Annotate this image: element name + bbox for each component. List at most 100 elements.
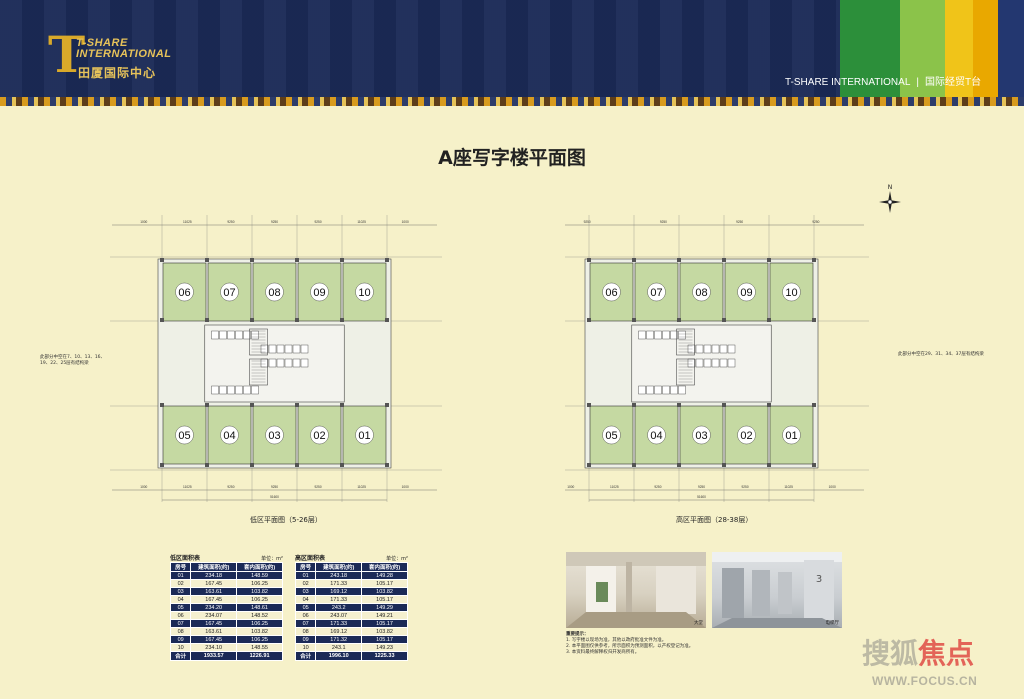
dimension-label: 9250: [315, 220, 322, 224]
elevator-shaft: [662, 330, 670, 340]
table-cell: 148.55: [236, 643, 283, 652]
table-cell: 08: [294, 627, 317, 636]
structural-column: [385, 403, 389, 407]
structural-column: [250, 258, 254, 262]
structural-column: [205, 258, 209, 262]
unit-badge: [310, 282, 329, 302]
unit-badge: [265, 282, 284, 302]
table-cell: 243.18: [315, 571, 363, 580]
unit-number: 06: [178, 287, 190, 299]
dimension-label: 9250: [271, 485, 278, 489]
unit-number: 02: [313, 430, 325, 442]
table-cell: 08: [169, 627, 192, 636]
table-cell: 171.33: [315, 619, 363, 628]
structural-column: [160, 318, 164, 322]
table-header-1: 建筑面积(约): [190, 562, 238, 572]
table-cell: 148.59: [236, 571, 283, 580]
logo-english: T-SHARE INTERNATIONAL: [76, 37, 172, 60]
elevator-shaft: [243, 385, 251, 395]
table-cell: 07: [169, 619, 192, 628]
structural-column: [767, 463, 771, 467]
table-cell: 106.25: [236, 635, 283, 644]
elevator-shaft: [268, 358, 277, 368]
stairwell: [249, 328, 268, 356]
elevator-shaft: [670, 330, 678, 340]
table-cell: 1225.33: [361, 651, 408, 661]
elevator-shaft: [251, 385, 259, 395]
table-cell: 149.29: [361, 603, 408, 612]
logo-chinese: 田厦国际中心: [78, 66, 157, 80]
header-color-bar-lime: [900, 0, 945, 100]
unit-number: 04: [650, 430, 662, 442]
notes-heading: 重要提示：: [566, 632, 589, 637]
unit-badge: [220, 425, 239, 445]
table-cell: 1933.57: [190, 651, 238, 661]
dimension-total-label: 51600: [697, 495, 706, 499]
structural-column: [160, 463, 164, 467]
table-cell: 163.61: [190, 627, 238, 636]
elevator-shaft: [292, 358, 301, 368]
header-tagline-en: T-SHARE INTERNATIONAL: [785, 77, 911, 88]
watermark-brand-prefix: 搜狐: [862, 637, 919, 670]
area-table-high-title: 高区面积表: [295, 555, 326, 562]
table-cell: 149.23: [361, 643, 408, 652]
structural-column: [295, 463, 299, 467]
dimension-label: 9250: [227, 220, 234, 224]
structural-column: [767, 403, 771, 407]
table-cell: 243.2: [315, 603, 363, 612]
dimension-label: 11025: [183, 220, 192, 224]
header-color-bar-navy: [998, 0, 1024, 100]
elevator-shaft: [268, 344, 277, 354]
unit-number: 08: [695, 287, 707, 299]
structural-column: [722, 258, 726, 262]
table-cell: 171.33: [315, 595, 363, 604]
stairwell: [676, 358, 695, 386]
elevator-shaft: [300, 344, 309, 354]
table-cell: 1996.10: [315, 651, 363, 661]
dimension-label: 9250: [654, 485, 661, 489]
dimension-label: 1000: [140, 485, 147, 489]
table-cell: 103.82: [236, 587, 283, 596]
structural-column: [677, 258, 681, 262]
dimension-label: 9250: [742, 485, 749, 489]
elevator-shaft: [284, 344, 293, 354]
structural-column: [205, 318, 209, 322]
unit-number: 03: [695, 430, 707, 442]
unit-badge: [220, 282, 239, 302]
structural-column: [385, 318, 389, 322]
elevator-shaft: [703, 358, 712, 368]
notes-line-1: 1. 写字楼以现场为准，其他以政府批准文件为准。: [566, 638, 667, 643]
structural-column: [295, 258, 299, 262]
unit-badge: [602, 282, 621, 302]
structural-column: [677, 403, 681, 407]
page-title: A座写字楼平面图: [438, 147, 586, 169]
table-cell: 148.61: [236, 603, 283, 612]
unit-badge: [782, 282, 801, 302]
floor-plan-low-note: 此部分中空在7、10、13、16、19、22、25层有结构梁: [40, 355, 106, 366]
unit-badge: [175, 282, 194, 302]
elevator-shaft: [703, 344, 712, 354]
structural-column: [587, 463, 591, 467]
elevator-shaft: [695, 358, 704, 368]
table-header-0: 房号: [294, 562, 317, 572]
important-notes: 重要提示： 1. 写字楼以现场为准，其他以政府批准文件为准。 2. 本平面图仅供…: [566, 632, 846, 656]
elevator-shaft: [219, 385, 227, 395]
table-cell: 04: [169, 595, 192, 604]
table-cell: 10: [294, 643, 317, 652]
elevator-shaft: [284, 358, 293, 368]
table-cell: 06: [169, 611, 192, 620]
structural-column: [632, 463, 636, 467]
structural-column: [812, 258, 816, 262]
elevator-shaft: [260, 358, 269, 368]
unit-number: 09: [313, 287, 325, 299]
structural-column: [340, 318, 344, 322]
elevator-hall-photo: 3 电梯厅: [712, 552, 842, 628]
elevator-shaft: [300, 358, 309, 368]
